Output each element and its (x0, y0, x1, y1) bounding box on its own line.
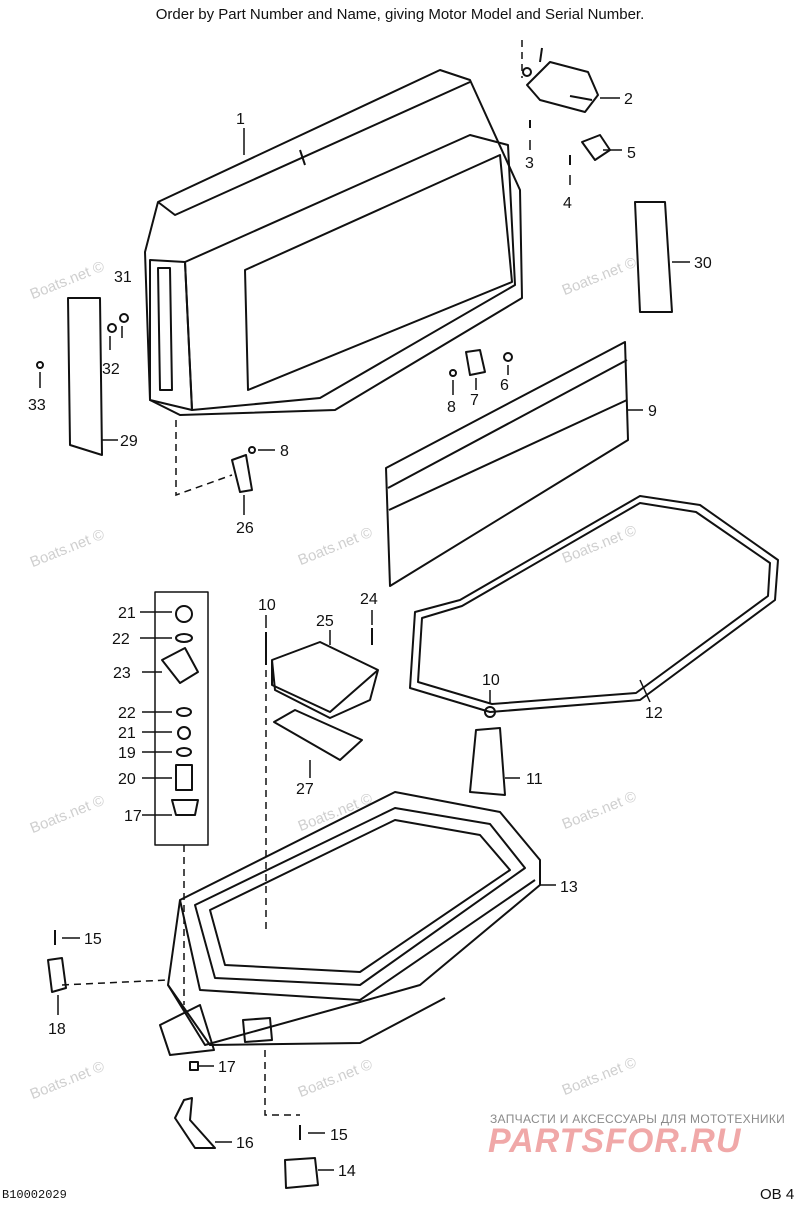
callout-1: 1 (236, 111, 245, 128)
callout-10: 10 (482, 672, 500, 689)
callout-17: 17 (218, 1059, 236, 1076)
part-7-clip (465, 349, 486, 376)
part-16-bracket (174, 1097, 216, 1149)
callout-25: 25 (316, 613, 334, 630)
callout-18: 18 (48, 1021, 66, 1038)
callout-29: 29 (120, 433, 138, 450)
part-26-clip (231, 454, 253, 493)
callout-15: 15 (330, 1127, 348, 1144)
callout-9: 9 (648, 403, 657, 420)
part-14-latch (284, 1157, 319, 1189)
callout-7: 7 (470, 392, 479, 409)
callout-23: 23 (113, 665, 131, 682)
part-8-screw (449, 369, 457, 377)
callout-33: 33 (28, 397, 46, 414)
callout-27: 27 (296, 781, 314, 798)
assembly-lines (61, 40, 523, 1116)
callout-32: 32 (102, 361, 120, 378)
part-30-decal (634, 201, 673, 313)
callout-11: 11 (526, 771, 543, 788)
part-11-bracket (469, 727, 506, 796)
callout-14: 14 (338, 1163, 356, 1180)
callout-12: 12 (645, 705, 663, 722)
callout-19: 19 (118, 745, 136, 762)
part-25-box (271, 641, 379, 719)
diagram-code: B10002029 (2, 1188, 67, 1202)
callout-8: 8 (280, 443, 289, 460)
callout-6: 6 (500, 377, 509, 394)
callout-labels: 1 2 3 4 5 6 7 8 8 9 10 10 11 12 13 14 15… (28, 91, 712, 1180)
callout-20: 20 (118, 771, 136, 788)
callout-16: 16 (236, 1135, 254, 1152)
callout-21: 21 (118, 725, 136, 742)
callout-8: 8 (447, 399, 456, 416)
callout-26: 26 (236, 520, 254, 537)
part-18-clip (47, 957, 67, 993)
callout-31: 31 (114, 269, 132, 286)
part-17-plug (189, 1061, 199, 1071)
part-32-nut (107, 323, 117, 333)
brand-tagline: ЗАПЧАСТИ И АКСЕССУАРЫ ДЛЯ МОТОТЕХНИКИ (490, 1112, 786, 1126)
callout-30: 30 (694, 255, 712, 272)
motor-cover (144, 69, 523, 416)
callout-17: 17 (124, 808, 142, 825)
part-10-screw (484, 706, 496, 718)
callout-2: 2 (624, 91, 633, 108)
callout-3: 3 (525, 155, 534, 172)
part-31-washer (119, 313, 129, 323)
callout-15: 15 (84, 931, 102, 948)
part-stack-17-23 (154, 591, 209, 846)
leader-lines (39, 97, 690, 1171)
part-5-plate (581, 134, 611, 161)
part-27-pad (273, 709, 363, 761)
part-13-lower-pan (159, 791, 541, 1056)
header-text: Order by Part Number and Name, giving Mo… (155, 6, 645, 23)
part-12-seal (409, 495, 779, 713)
part-29-trim (67, 297, 103, 456)
callout-13: 13 (560, 879, 578, 896)
callout-21: 21 (118, 605, 136, 622)
callout-22: 22 (112, 631, 130, 648)
part-6-nut (503, 352, 513, 362)
page-number: OB 4 (760, 1186, 795, 1203)
part-9-decal (385, 341, 629, 587)
callout-22: 22 (118, 705, 136, 722)
callout-4: 4 (563, 195, 572, 212)
callout-24: 24 (360, 591, 378, 608)
brand-logo: PARTSFOR.RU (488, 1122, 742, 1160)
callout-5: 5 (627, 145, 636, 162)
callout-10: 10 (258, 597, 276, 614)
part-2-bracket (522, 47, 599, 113)
part-33-screw (36, 361, 44, 369)
